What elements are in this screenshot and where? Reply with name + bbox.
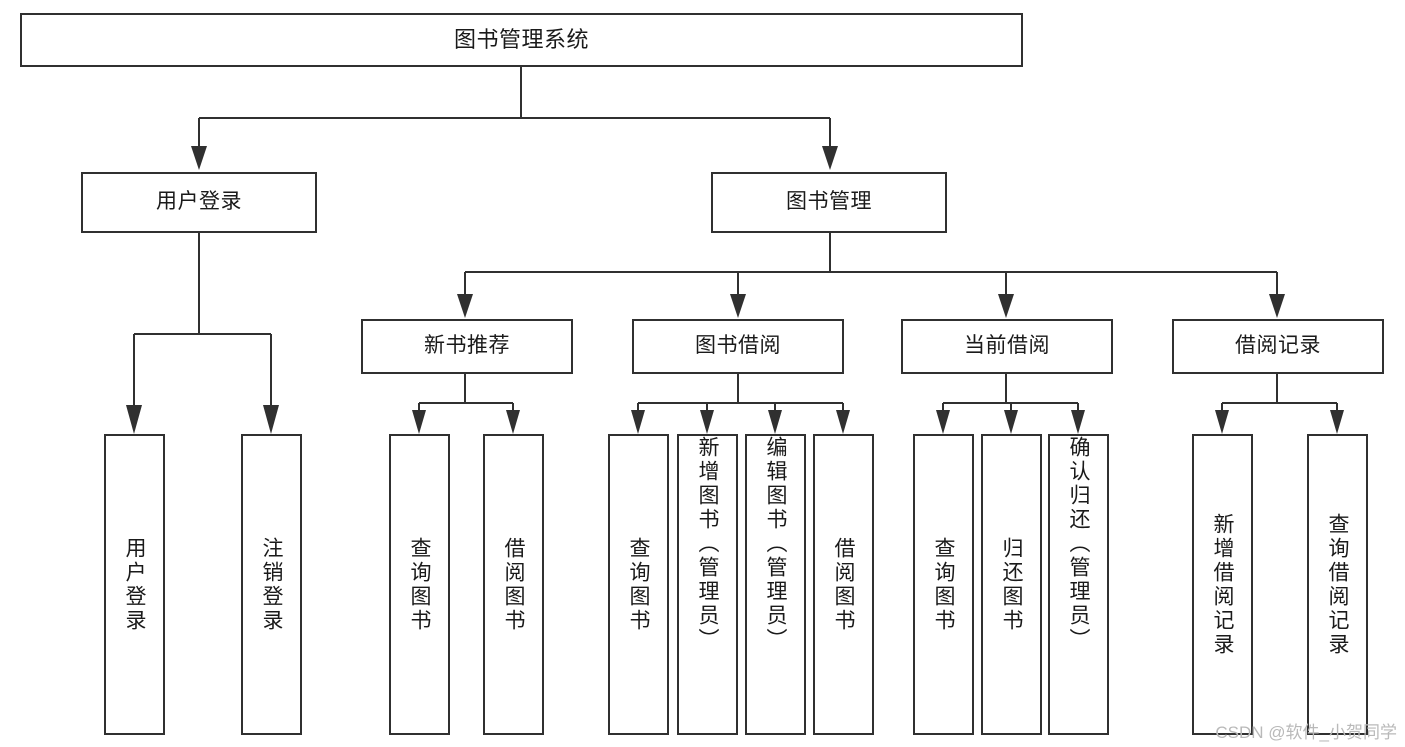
node-borrowing-record[interactable]: 借阅记录 bbox=[1172, 319, 1384, 374]
connector-root-to-level1 bbox=[191, 67, 838, 170]
connector-new-book-to-leaves bbox=[412, 374, 520, 434]
node-label: 新增图书（管理员） bbox=[696, 436, 719, 652]
node-label: 新书推荐 bbox=[424, 334, 510, 358]
node-book-borrowing[interactable]: 图书借阅 bbox=[632, 319, 844, 374]
csdn-watermark: CSDN @软件_小贺同学 bbox=[1215, 723, 1397, 742]
leaf-current-borrow-query-book[interactable]: 查询图书 bbox=[913, 434, 974, 735]
leaf-user-login-login[interactable]: 用户登录 bbox=[104, 434, 165, 735]
node-label: 图书管理系统 bbox=[453, 27, 589, 53]
leaf-current-borrow-return-book[interactable]: 归还图书 bbox=[981, 434, 1042, 735]
leaf-book-borrow-edit-book-admin[interactable]: 编辑图书（管理员） bbox=[745, 434, 806, 735]
node-root-book-management-system[interactable]: 图书管理系统 bbox=[20, 13, 1023, 67]
leaf-borrow-record-add-record[interactable]: 新增借阅记录 bbox=[1192, 434, 1253, 735]
node-label: 用户登录 bbox=[156, 190, 242, 214]
node-label: 借阅图书 bbox=[832, 536, 855, 633]
leaf-book-borrow-query-book[interactable]: 查询图书 bbox=[608, 434, 669, 735]
leaf-new-book-query-book[interactable]: 查询图书 bbox=[389, 434, 450, 735]
node-label: 查询图书 bbox=[627, 536, 650, 633]
leaf-user-login-logout[interactable]: 注销登录 bbox=[241, 434, 302, 735]
node-label: 编辑图书（管理员） bbox=[764, 436, 787, 652]
node-label: 图书管理 bbox=[786, 190, 872, 214]
node-label: 新增借阅记录 bbox=[1211, 512, 1234, 657]
node-label: 当前借阅 bbox=[964, 334, 1050, 358]
node-label: 借阅图书 bbox=[502, 536, 525, 633]
connector-user-login-to-leaves bbox=[126, 233, 279, 434]
node-book-management[interactable]: 图书管理 bbox=[711, 172, 947, 233]
node-label: 用户登录 bbox=[123, 536, 146, 633]
connector-book-borrow-to-leaves bbox=[631, 374, 850, 434]
leaf-new-book-borrow-book[interactable]: 借阅图书 bbox=[483, 434, 544, 735]
node-current-borrowing[interactable]: 当前借阅 bbox=[901, 319, 1113, 374]
node-label: 确认归还（管理员） bbox=[1067, 436, 1090, 652]
node-label: 查询借阅记录 bbox=[1326, 512, 1349, 657]
leaf-book-borrow-add-book-admin[interactable]: 新增图书（管理员） bbox=[677, 434, 738, 735]
connector-current-borrow-to-leaves bbox=[936, 374, 1085, 434]
node-label: 归还图书 bbox=[1000, 536, 1023, 633]
leaf-book-borrow-borrow-book[interactable]: 借阅图书 bbox=[813, 434, 874, 735]
connector-book-mgmt-to-level2 bbox=[457, 233, 1285, 318]
node-label: 图书借阅 bbox=[695, 334, 781, 358]
connector-borrow-record-to-leaves bbox=[1215, 374, 1344, 434]
node-label: 注销登录 bbox=[260, 536, 283, 633]
leaf-borrow-record-query-record[interactable]: 查询借阅记录 bbox=[1307, 434, 1368, 735]
leaf-current-borrow-confirm-return-admin[interactable]: 确认归还（管理员） bbox=[1048, 434, 1109, 735]
node-label: 查询图书 bbox=[932, 536, 955, 633]
node-label: 借阅记录 bbox=[1235, 334, 1321, 358]
node-user-login[interactable]: 用户登录 bbox=[81, 172, 317, 233]
node-new-book-recommendation[interactable]: 新书推荐 bbox=[361, 319, 573, 374]
node-label: 查询图书 bbox=[408, 536, 431, 633]
